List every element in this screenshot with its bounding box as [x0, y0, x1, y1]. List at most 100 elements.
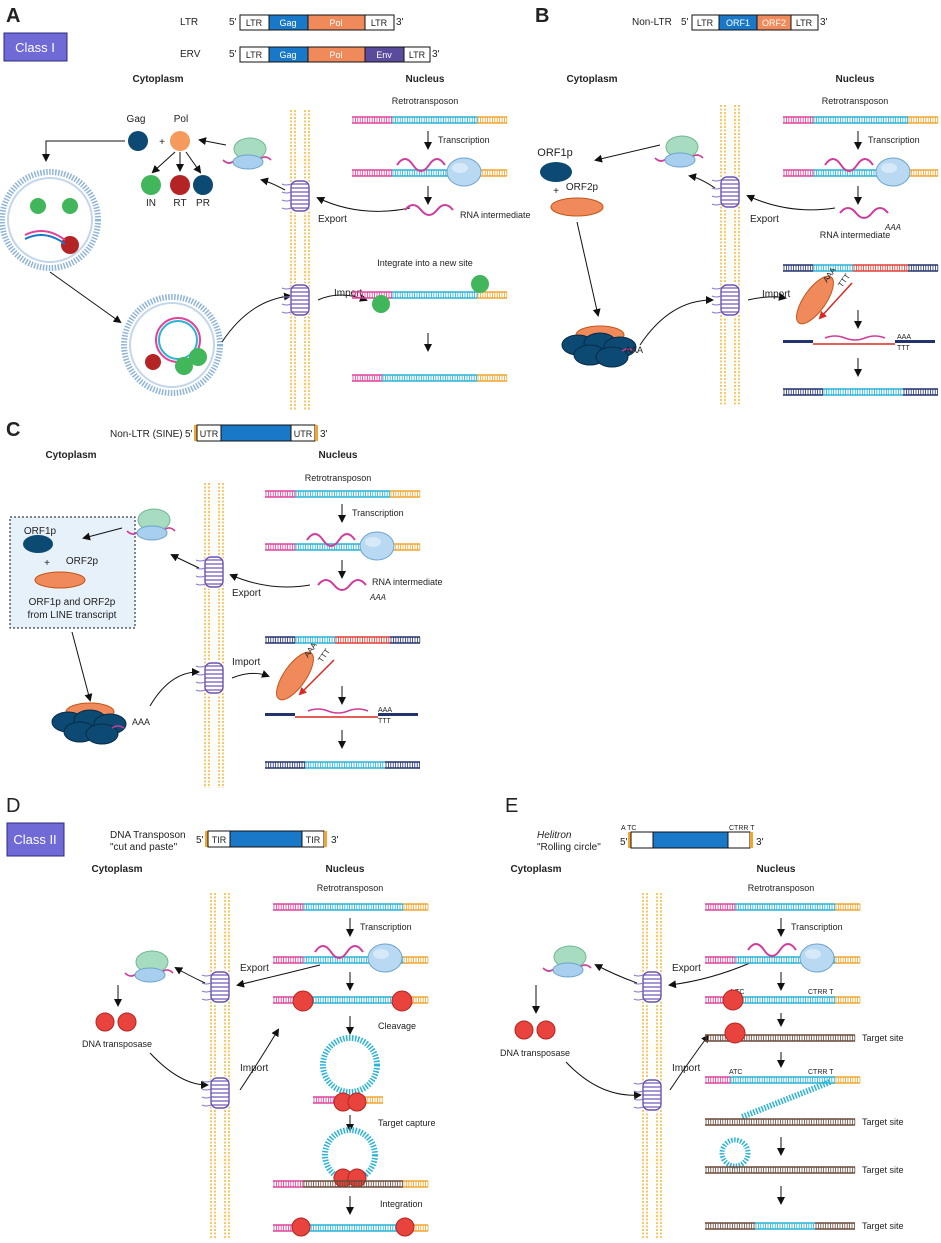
seg: LTR [409, 50, 426, 60]
transcription-label: Transcription [352, 508, 404, 518]
schema-3: 3' [331, 835, 339, 846]
class-badge-i [3, 32, 68, 62]
rna-intermediate-label: RNA intermediate [460, 210, 531, 220]
transcription-label: Transcription [791, 922, 843, 932]
schema-erv-3: 3' [432, 49, 440, 60]
schema-label: Non-LTR [632, 17, 672, 28]
schema-ltr-5: 5' [229, 17, 237, 28]
dna-strand [265, 761, 421, 769]
cytoplasm-label: Cytoplasm [45, 450, 96, 461]
dna-strand [265, 636, 421, 644]
excised-loop [320, 1035, 380, 1095]
schema-label-1: DNA Transposon [110, 830, 186, 841]
cytoplasm-label: Cytoplasm [132, 74, 183, 85]
seg: TIR [212, 835, 227, 845]
plus: + [553, 186, 559, 197]
nuclear-membrane [720, 105, 740, 405]
retrotransposon-label: Retrotransposon [305, 473, 372, 483]
schema-ltr-3: 3' [396, 17, 404, 28]
dna-strand [783, 169, 939, 177]
export-label: Export [318, 214, 347, 225]
ribosome [542, 945, 592, 978]
nuclear-pore [633, 1078, 662, 1112]
schema-right-mark: CTRR T [729, 825, 755, 832]
class-badge-ii-text: Class II [13, 832, 56, 847]
transcription-label: Transcription [438, 135, 490, 145]
rna-polymerase [799, 943, 835, 973]
seg: Pol [329, 18, 342, 28]
target-site-label: Target site [862, 1221, 904, 1231]
schema-3: 3' [320, 429, 328, 440]
schema-label: Non-LTR (SINE) [110, 429, 183, 440]
export-label: Export [240, 963, 269, 974]
nucleus-label: Nucleus [319, 450, 358, 461]
in-label: IN [146, 198, 156, 209]
dna-strand [705, 1076, 861, 1084]
orf2p-label: ORF2p [566, 182, 599, 193]
seg: LTR [246, 50, 263, 60]
schema-erv: ERV 5' LTR Gag Pol Env LTR 3' [180, 46, 440, 63]
orf-protein-complex [51, 702, 127, 745]
seg: Env [376, 50, 392, 60]
dna-strand [273, 1180, 429, 1188]
target-site-label: Target site [862, 1117, 904, 1127]
schema-non-ltr: Non-LTR 5' LTR ORF1 ORF2 LTR 3' [632, 14, 828, 31]
schema-erv-label: ERV [180, 49, 201, 60]
schema-left-mark: A TC [621, 825, 636, 832]
nucleus-label: Nucleus [836, 74, 875, 85]
panel-letter-e: E [505, 795, 518, 817]
ribosome [126, 508, 176, 541]
rna-intermediate-label: RNA intermediate [820, 230, 891, 240]
pol-label: Pol [174, 114, 188, 125]
pol-protein [170, 131, 190, 151]
seg: Pol [329, 50, 342, 60]
displaced-strand [740, 1079, 832, 1120]
dna-transposase-label: DNA transposase [82, 1039, 152, 1049]
import-label: Import [232, 657, 261, 668]
panel-c: C Non-LTR (SINE) 5' UTR UTR 3' Cytoplasm… [6, 419, 443, 788]
aaa-label: AAA [625, 345, 643, 355]
rna-polymerase [446, 157, 482, 187]
target-site-label: Target site [862, 1165, 904, 1175]
from-line-label-1: ORF1p and ORF2p [29, 597, 116, 608]
export-label: Export [750, 214, 779, 225]
dna-strand [273, 956, 429, 964]
schema-sine: Non-LTR (SINE) 5' UTR UTR 3' [110, 424, 328, 442]
retrotransposon-label: Retrotransposon [748, 883, 815, 893]
dna-strand [273, 903, 429, 911]
dna-strand [352, 374, 508, 382]
ttt-label: TTT [378, 718, 392, 725]
nuclear-pore [711, 283, 740, 317]
seg: LTR [371, 18, 388, 28]
seg: LTR [697, 18, 714, 28]
orf-protein-complex [561, 325, 637, 368]
rna-polymerase [875, 157, 911, 187]
ttt-label: TTT [897, 345, 911, 352]
ctrr-label: CTRR T [808, 989, 834, 996]
line-transcript-box [9, 516, 136, 629]
nucleus-label: Nucleus [406, 74, 445, 85]
dna-strand [783, 116, 939, 124]
panel-letter-c: C [6, 419, 20, 441]
schema-5: 5' [620, 837, 628, 848]
orf2p-label: ORF2p [66, 556, 99, 567]
rt-label: RT [173, 198, 186, 209]
dna-strand [705, 1222, 855, 1230]
panel-letter-a: A [6, 5, 20, 27]
dna-strand [705, 1118, 856, 1126]
cleavage-label: Cleavage [378, 1021, 416, 1031]
nuclear-membrane [204, 483, 224, 788]
dna-strand [705, 1166, 856, 1174]
panel-letter-d: D [6, 795, 20, 817]
class-badge-i-text: Class I [15, 40, 55, 55]
dna-strand [352, 116, 508, 124]
gag-protein [128, 131, 148, 151]
cytoplasm-label: Cytoplasm [510, 864, 561, 875]
dna-strand [705, 956, 861, 964]
import-label: Import [672, 1063, 701, 1074]
panel-a: A Class I LTR 5' LTR Gag Pol LTR 3' ERV … [0, 5, 531, 410]
seg: Gag [279, 18, 296, 28]
rna-polymerase [367, 943, 403, 973]
ribosome [124, 950, 174, 983]
